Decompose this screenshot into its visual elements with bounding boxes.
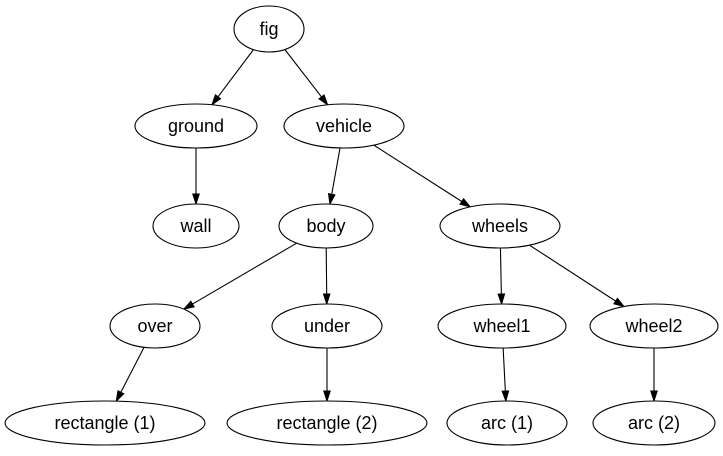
graph-node-rectangle1[interactable]: rectangle (1) <box>4 400 206 446</box>
arrowhead-icon <box>115 390 125 403</box>
edge-fig-to-ground <box>217 49 254 98</box>
graph-node-wall[interactable]: wall <box>152 203 240 249</box>
node-ellipse-wheel1 <box>437 303 567 349</box>
graph-node-wheels[interactable]: wheels <box>439 203 561 249</box>
node-ellipse-wheel2 <box>589 303 719 349</box>
edge-over-to-rectangle1 <box>120 347 145 393</box>
edge-fig-to-vehicle <box>284 49 322 98</box>
arrowhead-icon <box>192 193 200 206</box>
arrowhead-icon <box>497 293 506 306</box>
node-ellipse-rectangle2 <box>226 400 428 446</box>
node-ellipse-arc2 <box>592 400 716 446</box>
arrowhead-icon <box>318 94 329 107</box>
graph-node-fig[interactable]: fig <box>233 5 305 53</box>
edges-layer <box>115 49 658 403</box>
graph-node-wheel1[interactable]: wheel1 <box>437 303 567 349</box>
graph-node-body[interactable]: body <box>278 203 374 249</box>
arrowhead-icon <box>322 293 331 306</box>
node-ellipse-wall <box>152 203 240 249</box>
nodes-layer: fig ground vehicle wall body wheels over under w… <box>4 5 719 446</box>
node-ellipse-under <box>271 303 383 349</box>
graph-node-vehicle[interactable]: vehicle <box>283 103 405 149</box>
arrowhead-icon <box>323 390 331 403</box>
graph-node-wheel2[interactable]: wheel2 <box>589 303 719 349</box>
edge-vehicle-to-body <box>331 147 341 195</box>
edge-body-to-over <box>192 242 297 305</box>
node-ellipse-ground <box>134 103 258 149</box>
arrowhead-icon <box>501 390 510 403</box>
edge-wheels-to-wheel1 <box>499 247 502 295</box>
graph-node-arc1[interactable]: arc (1) <box>446 400 568 446</box>
graph-node-under[interactable]: under <box>271 303 383 349</box>
arrowhead-icon <box>650 390 658 403</box>
node-ellipse-vehicle <box>283 103 405 149</box>
node-ellipse-fig <box>233 5 305 53</box>
edge-wheels-to-wheel2 <box>529 244 616 302</box>
node-ellipse-wheels <box>439 203 561 249</box>
graph-node-ground[interactable]: ground <box>134 103 258 149</box>
edge-vehicle-to-wheels <box>373 144 463 202</box>
node-ellipse-over <box>109 303 201 349</box>
arrowhead-icon <box>211 94 222 107</box>
graph-node-arc2[interactable]: arc (2) <box>592 400 716 446</box>
node-ellipse-arc1 <box>446 400 568 446</box>
arrowhead-icon <box>613 297 626 308</box>
graph-node-rectangle2[interactable]: rectangle (2) <box>226 400 428 446</box>
node-ellipse-rectangle1 <box>4 400 206 446</box>
edge-wheel1-to-arc1 <box>502 347 506 392</box>
arrowhead-icon <box>327 193 336 206</box>
arrowhead-icon <box>459 197 472 208</box>
node-ellipse-body <box>278 203 374 249</box>
graph-node-over[interactable]: over <box>109 303 201 349</box>
arrowhead-icon <box>182 300 195 310</box>
